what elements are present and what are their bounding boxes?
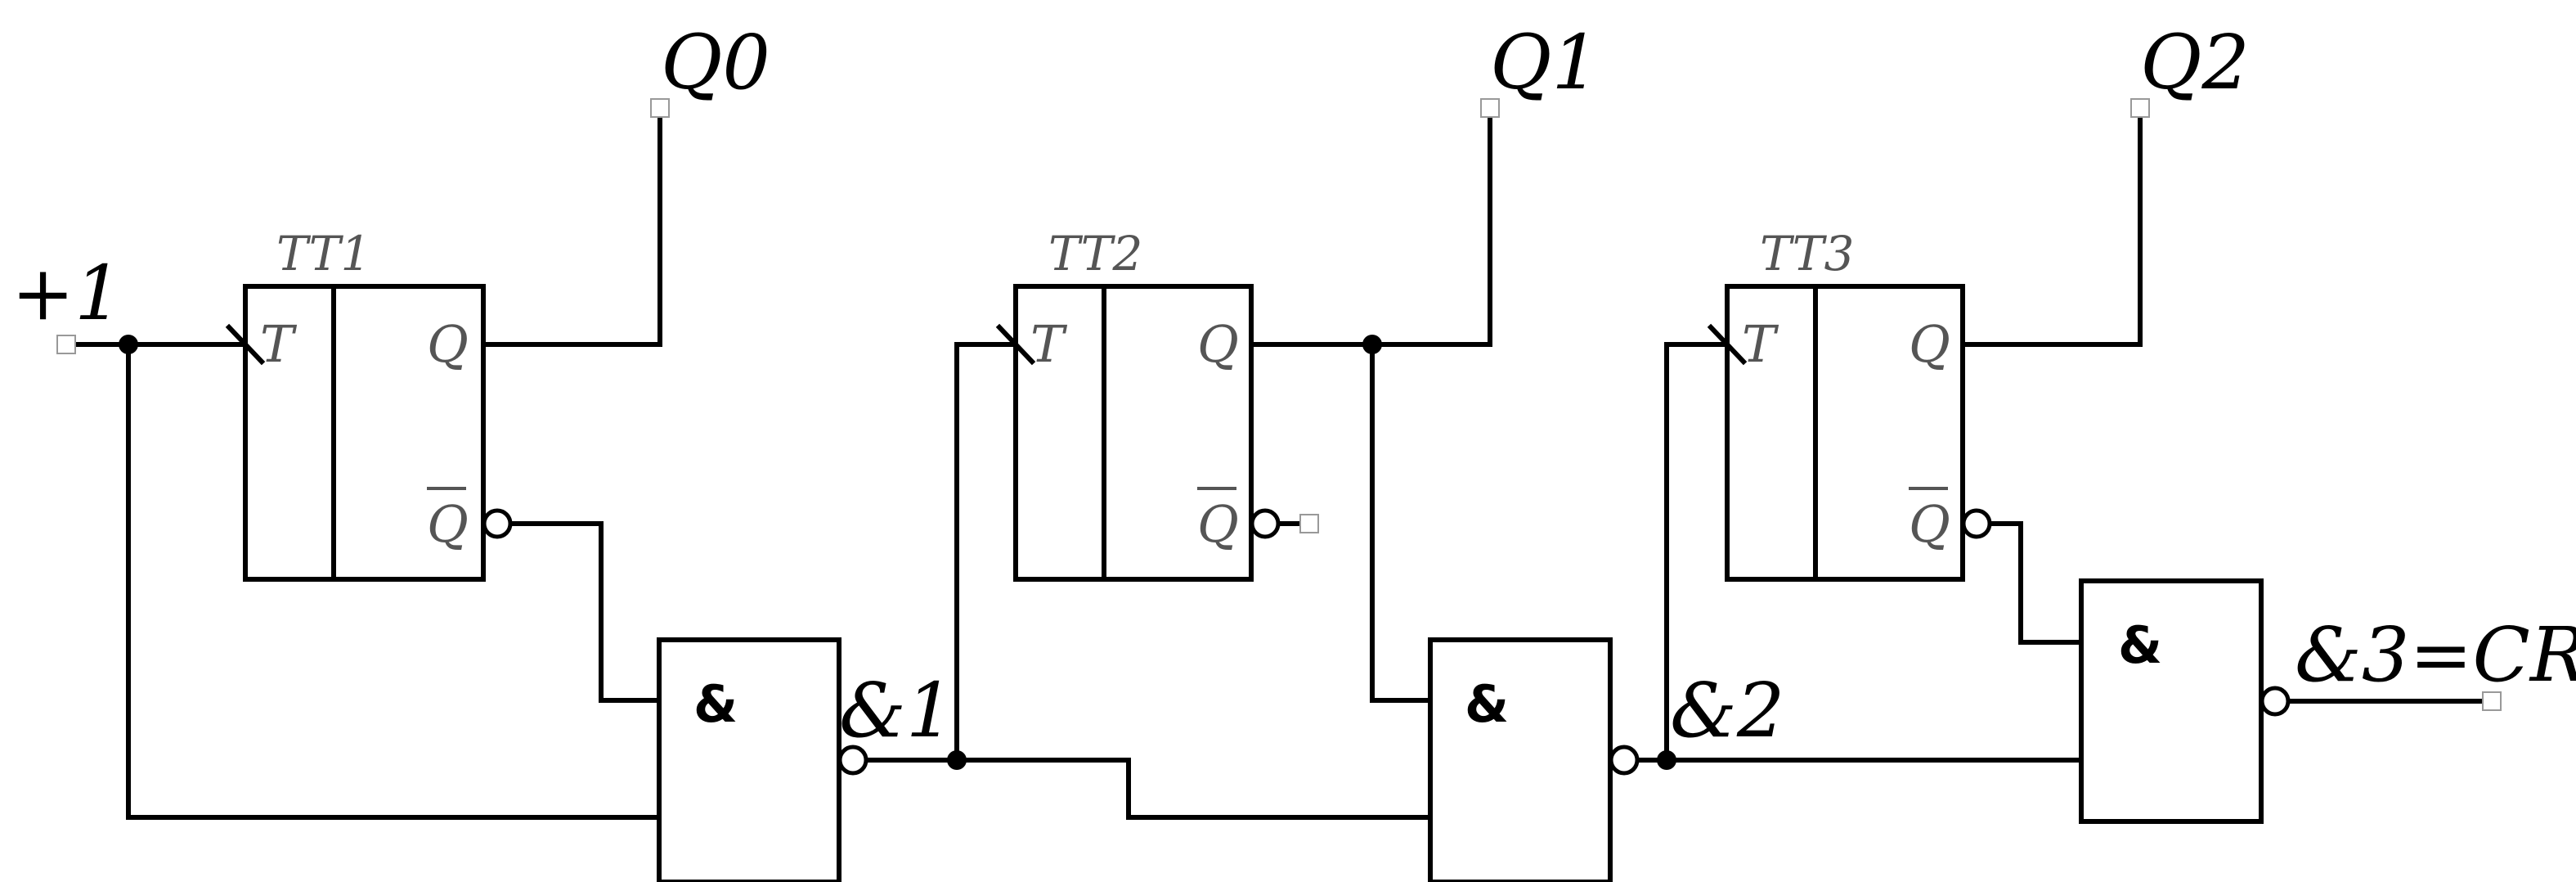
and-gate-3: &: [2079, 578, 2291, 824]
wire-tt3-qbar-to-gate3: [1987, 521, 2084, 645]
terminal-q2: [2130, 98, 2150, 118]
junction-dot: [1657, 750, 1676, 770]
wire-tt3-q-to-q2: [1960, 107, 2143, 347]
clock-edge-mark: [225, 323, 266, 366]
junctions: [119, 335, 1676, 770]
pin-t-label: T: [260, 314, 298, 374]
gate-symbol: &: [1465, 674, 1509, 734]
pin-t-label: T: [1030, 314, 1068, 374]
inverter-bubble: [482, 508, 513, 539]
flipflop-body: [243, 284, 486, 582]
and-gate-2: & &2: [1428, 637, 1784, 882]
wire-gate1-out-to-gate2: [866, 758, 1433, 820]
input-label: +1: [11, 250, 123, 337]
wire-and1-to-tt2-t: [954, 342, 1018, 763]
wires: [71, 107, 2495, 820]
flipflop-body: [1725, 284, 1965, 582]
terminal-q0: [650, 98, 670, 118]
flipflop-name: TT2: [1048, 226, 1142, 281]
inverter-bubble: [2260, 686, 2291, 717]
gate-body: [1428, 637, 1613, 882]
terminals: [56, 98, 2502, 711]
wire-input-to-gate1: [126, 342, 662, 820]
inverter-bubble: [1961, 508, 1992, 539]
gate-body: [2079, 578, 2264, 824]
junction-dot: [1362, 335, 1382, 354]
clock-edge-mark: [995, 323, 1036, 366]
pin-qbar-label: Q: [427, 494, 469, 554]
output-label-cr: &3=CR: [2295, 611, 2576, 699]
gate-output-label: &1: [839, 667, 954, 754]
flipflop-body: [1013, 284, 1254, 582]
flipflop-name: TT3: [1760, 226, 1854, 281]
flipflop-name: TT1: [276, 226, 370, 281]
wire-tt2-q-to-q1: [1249, 107, 1492, 347]
wire-tt1-qbar-to-gate1: [508, 521, 662, 703]
wire-and2-to-tt3-t: [1664, 342, 1730, 763]
terminal-q1: [1480, 98, 1500, 118]
pin-qbar-label: Q: [1197, 494, 1239, 554]
pin-q-label: Q: [1909, 314, 1950, 374]
flipflop-tt3: TT3 T Q Q: [1707, 226, 1992, 582]
gate-symbol: &: [2118, 615, 2162, 675]
gate-body: [657, 637, 841, 882]
inverter-bubble: [837, 745, 868, 776]
output-label-q2: Q2: [2140, 19, 2250, 106]
inverter-bubble: [1250, 508, 1281, 539]
pin-q-label: Q: [427, 314, 469, 374]
inverter-bubble: [1609, 745, 1640, 776]
terminal-input: [56, 335, 76, 354]
junction-dot: [119, 335, 138, 354]
pin-q-label: Q: [1197, 314, 1239, 374]
wire-tt2-q-to-gate2: [1370, 342, 1433, 703]
pin-qbar-label: Q: [1909, 494, 1950, 554]
gate-symbol: &: [693, 674, 738, 734]
clock-edge-mark: [1707, 323, 1748, 366]
gate-output-label: &2: [1670, 667, 1784, 754]
wire-tt1-q-to-q0: [481, 107, 662, 347]
pin-t-label: T: [1742, 314, 1779, 374]
and-gate-1: & &1: [657, 637, 954, 882]
flipflop-tt2: TT2 T Q Q: [995, 226, 1281, 582]
junction-dot: [947, 750, 967, 770]
flipflop-tt1: TT1 T Q Q: [225, 226, 513, 582]
output-label-q1: Q1: [1490, 19, 1600, 106]
terminal-cr: [2482, 691, 2502, 711]
output-label-q0: Q0: [661, 19, 770, 106]
terminal-tt2-qbar: [1299, 514, 1319, 533]
io-labels: +1 Q0 Q1 Q2 &3=CR: [11, 19, 2576, 699]
